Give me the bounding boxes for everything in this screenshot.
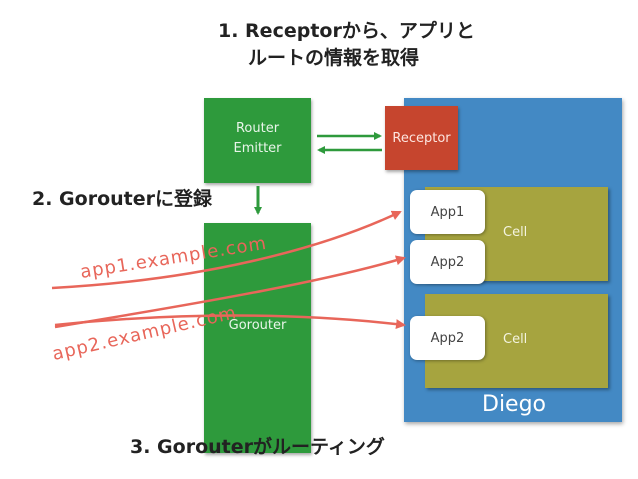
- app2-instance-1: App2: [410, 240, 485, 284]
- step-3-title: 3. Gorouterがルーティング: [130, 436, 385, 458]
- step-1-line-1: 1. Receptorから、アプリと: [218, 20, 475, 42]
- router-emitter-label-2: Emitter: [233, 141, 282, 156]
- step-2-title: 2. Gorouterに登録: [32, 188, 212, 210]
- step-1-line-2: ルートの情報を取得: [248, 47, 420, 69]
- app1-instance: App1: [410, 190, 485, 234]
- app2-instance-2: App2: [410, 316, 485, 360]
- route-app2-arrow-2: [54, 314, 406, 330]
- diego-label: Diego: [482, 392, 547, 417]
- router-emitter-box: Router Emitter: [204, 98, 311, 183]
- gorouter-label: Gorouter: [228, 318, 287, 333]
- route-app1-arrow: [51, 210, 402, 290]
- cell-1-label: Cell: [503, 225, 528, 240]
- router-emitter-label-1: Router: [235, 121, 280, 136]
- step-1-title: 1. Receptorから、アプリと ルートの情報を取得: [218, 18, 475, 72]
- receptor-box: Receptor: [385, 106, 458, 170]
- route-app2-arrow-1: [54, 255, 406, 329]
- gorouter-box: Gorouter: [204, 223, 311, 453]
- cell-2-label: Cell: [503, 332, 528, 347]
